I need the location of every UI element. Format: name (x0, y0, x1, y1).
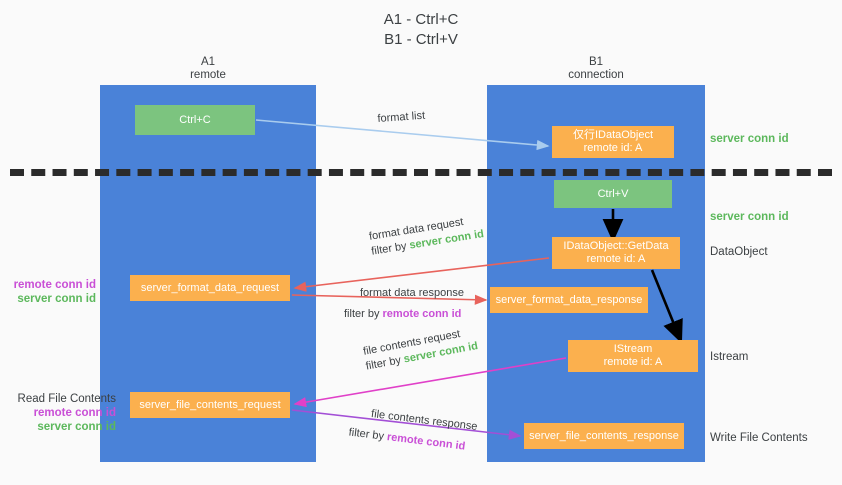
lane-header-b1-sub: connection (568, 69, 624, 81)
label-server-conn-id-1: server conn id (17, 293, 96, 305)
lane-header-b1-name: B1 (588, 56, 604, 68)
annotation-fc-resp-prefix: filter by (348, 426, 388, 444)
lane-header-a1-name: A1 (200, 56, 216, 68)
node-idataobject-line2: remote id: A (583, 142, 643, 154)
node-istream[interactable]: IStream remote id: A (568, 340, 698, 372)
lane-header-a1-sub: remote (190, 69, 226, 81)
node-server-format-data-response[interactable]: server_format_data_response (490, 287, 648, 313)
node-server-file-contents-response-label: server_file_contents_response (529, 429, 679, 442)
title-line-1: A1 - Ctrl+C (383, 11, 459, 28)
page-title: A1 - Ctrl+C B1 - Ctrl+V (0, 10, 842, 50)
node-server-format-data-request-label: server_format_data_request (140, 281, 280, 294)
node-idataobject-line1: 仅行IDataObject (572, 129, 654, 141)
annotation-fc-resp-key: remote conn id (386, 431, 466, 453)
node-server-file-contents-request-label: server_file_contents_request (139, 398, 281, 411)
label-read-file-contents: Read File Contents (17, 393, 116, 405)
node-istream-line1: IStream (613, 343, 653, 355)
annotation-format-data-response: format data response filter by remote co… (344, 286, 464, 322)
node-server-format-data-response-label: server_format_data_response (495, 293, 643, 306)
label-dataobject: DataObject (710, 246, 768, 258)
node-server-file-contents-request[interactable]: server_file_contents_request (130, 392, 290, 418)
node-ctrl-c-label: Ctrl+C (179, 113, 211, 126)
node-idataobject[interactable]: 仅行IDataObject remote id: A (552, 126, 674, 158)
label-server-conn-id-2: server conn id (37, 421, 116, 433)
annotation-format-data-response-line2: filter by remote conn id (344, 307, 464, 322)
label-write-file-contents: Write File Contents (710, 432, 808, 444)
annotation-file-contents-response: file contents response filter by remote … (348, 407, 479, 456)
node-ctrl-v-label: Ctrl+V (597, 187, 629, 200)
node-getdata-line2: remote id: A (586, 253, 646, 265)
label-istream: Istream (710, 351, 749, 363)
annotation-format-data-request: format data request filter by server con… (368, 212, 485, 259)
annotation-format-list: format list (377, 109, 426, 125)
label-group-format-conn-ids: remote conn id server conn id (8, 278, 96, 306)
node-istream-line2: remote id: A (603, 356, 663, 368)
annotation-fd-resp-key: remote conn id (382, 308, 462, 320)
label-remote-conn-id-1: remote conn id (13, 279, 96, 291)
lane-header-b1: B1 connection (487, 56, 705, 82)
label-group-file-conn-ids: Read File Contents remote conn id server… (8, 392, 116, 434)
title-line-2: B1 - Ctrl+V (384, 31, 458, 48)
label-remote-conn-id-2: remote conn id (33, 407, 116, 419)
node-server-file-contents-response[interactable]: server_file_contents_response (524, 423, 684, 449)
node-getdata-line1: IDataObject::GetData (563, 240, 669, 252)
phase-divider (10, 169, 832, 176)
lane-header-a1: A1 remote (100, 56, 316, 82)
label-server-conn-id-top: server conn id (710, 133, 789, 145)
node-ctrl-v[interactable]: Ctrl+V (554, 180, 672, 208)
annotation-format-data-response-line1: format data response (360, 287, 464, 299)
annotation-file-contents-request: file contents request filter by server c… (362, 324, 479, 374)
node-ctrl-c[interactable]: Ctrl+C (135, 105, 255, 135)
node-server-format-data-request[interactable]: server_format_data_request (130, 275, 290, 301)
node-idataobject-getdata[interactable]: IDataObject::GetData remote id: A (552, 237, 680, 269)
annotation-fd-resp-prefix: filter by (344, 308, 383, 320)
label-server-conn-id-mid: server conn id (710, 211, 789, 223)
